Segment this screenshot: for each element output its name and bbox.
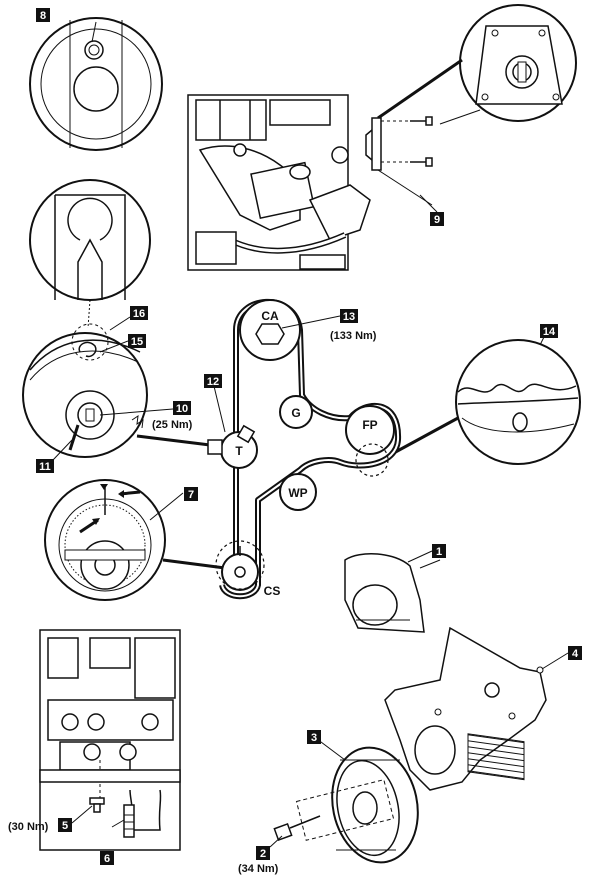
part-6-locking-tool — [123, 804, 135, 838]
svg-text:4: 4 — [572, 648, 579, 660]
svg-text:8: 8 — [40, 10, 46, 22]
callout-6: 6 — [100, 851, 114, 865]
callout-1: 1 — [432, 544, 446, 558]
svg-text:9: 9 — [434, 214, 440, 226]
detail-timing-mark-view — [29, 179, 151, 329]
leader-lines — [52, 21, 569, 848]
svg-text:2: 2 — [260, 848, 266, 860]
label-idler: G — [291, 406, 300, 420]
crankshaft-pulley — [215, 540, 265, 591]
callout-10: 10 — [173, 401, 191, 415]
callout-7: 7 — [184, 487, 198, 501]
svg-text:16: 16 — [133, 308, 145, 320]
part-4-lower-cover — [384, 626, 547, 791]
engine-block-lower — [39, 629, 181, 851]
part-5-pin-bolt — [89, 797, 105, 813]
detail-9-inset-view — [377, 4, 577, 125]
svg-text:11: 11 — [39, 461, 51, 473]
callout-13: 13 — [340, 309, 358, 323]
svg-text:13: 13 — [343, 311, 355, 323]
label-tensioner: T — [235, 444, 243, 458]
torque-camshaft: (133 Nm) — [330, 330, 377, 342]
callout-2: 2 — [256, 846, 270, 860]
fuel-pump-pulley — [345, 405, 395, 477]
label-camshaft: CA — [261, 309, 279, 323]
svg-text:7: 7 — [188, 489, 194, 501]
callout-16: 16 — [130, 306, 148, 320]
callout-11: 11 — [36, 459, 54, 473]
callout-3: 3 — [307, 730, 321, 744]
water-pump-pulley — [279, 473, 317, 511]
svg-text:5: 5 — [62, 820, 68, 832]
svg-text:10: 10 — [176, 403, 188, 415]
cover-bolts — [377, 116, 433, 206]
torque-pin-bolt: (30 Nm) — [8, 821, 49, 833]
idler-pulley — [279, 395, 313, 429]
label-water-pump: WP — [288, 486, 307, 500]
engine-top-assembly — [187, 94, 382, 271]
svg-text:14: 14 — [543, 326, 556, 338]
part-2-pulley-bolt — [273, 815, 321, 841]
detail-8-sprocket-view — [29, 17, 163, 151]
svg-text:3: 3 — [311, 732, 317, 744]
part-1-upper-cover — [344, 553, 441, 633]
callout-4: 4 — [568, 646, 582, 660]
callout-14: 14 — [540, 324, 558, 338]
label-crankshaft: CS — [264, 584, 281, 598]
detail-7-crank-view — [44, 479, 226, 601]
torque-tensioner: (25 Nm) — [152, 419, 193, 431]
callout-5: 5 — [58, 818, 72, 832]
callout-8: 8 — [36, 8, 50, 22]
tensioner-pulley — [207, 424, 258, 469]
svg-text:6: 6 — [104, 853, 110, 865]
svg-text:1: 1 — [436, 546, 442, 558]
callout-12: 12 — [204, 374, 222, 388]
detail-14-view — [389, 339, 581, 465]
svg-text:15: 15 — [131, 336, 143, 348]
callout-9: 9 — [430, 212, 444, 226]
torque-pulley-bolt: (34 Nm) — [238, 863, 279, 875]
label-fuel-pump: FP — [362, 418, 377, 432]
detail-tensioner-view — [22, 323, 211, 458]
part-3-crank-pulley — [295, 746, 419, 864]
svg-text:12: 12 — [207, 376, 219, 388]
camshaft-pulley — [239, 299, 301, 361]
callout-15: 15 — [128, 334, 146, 348]
